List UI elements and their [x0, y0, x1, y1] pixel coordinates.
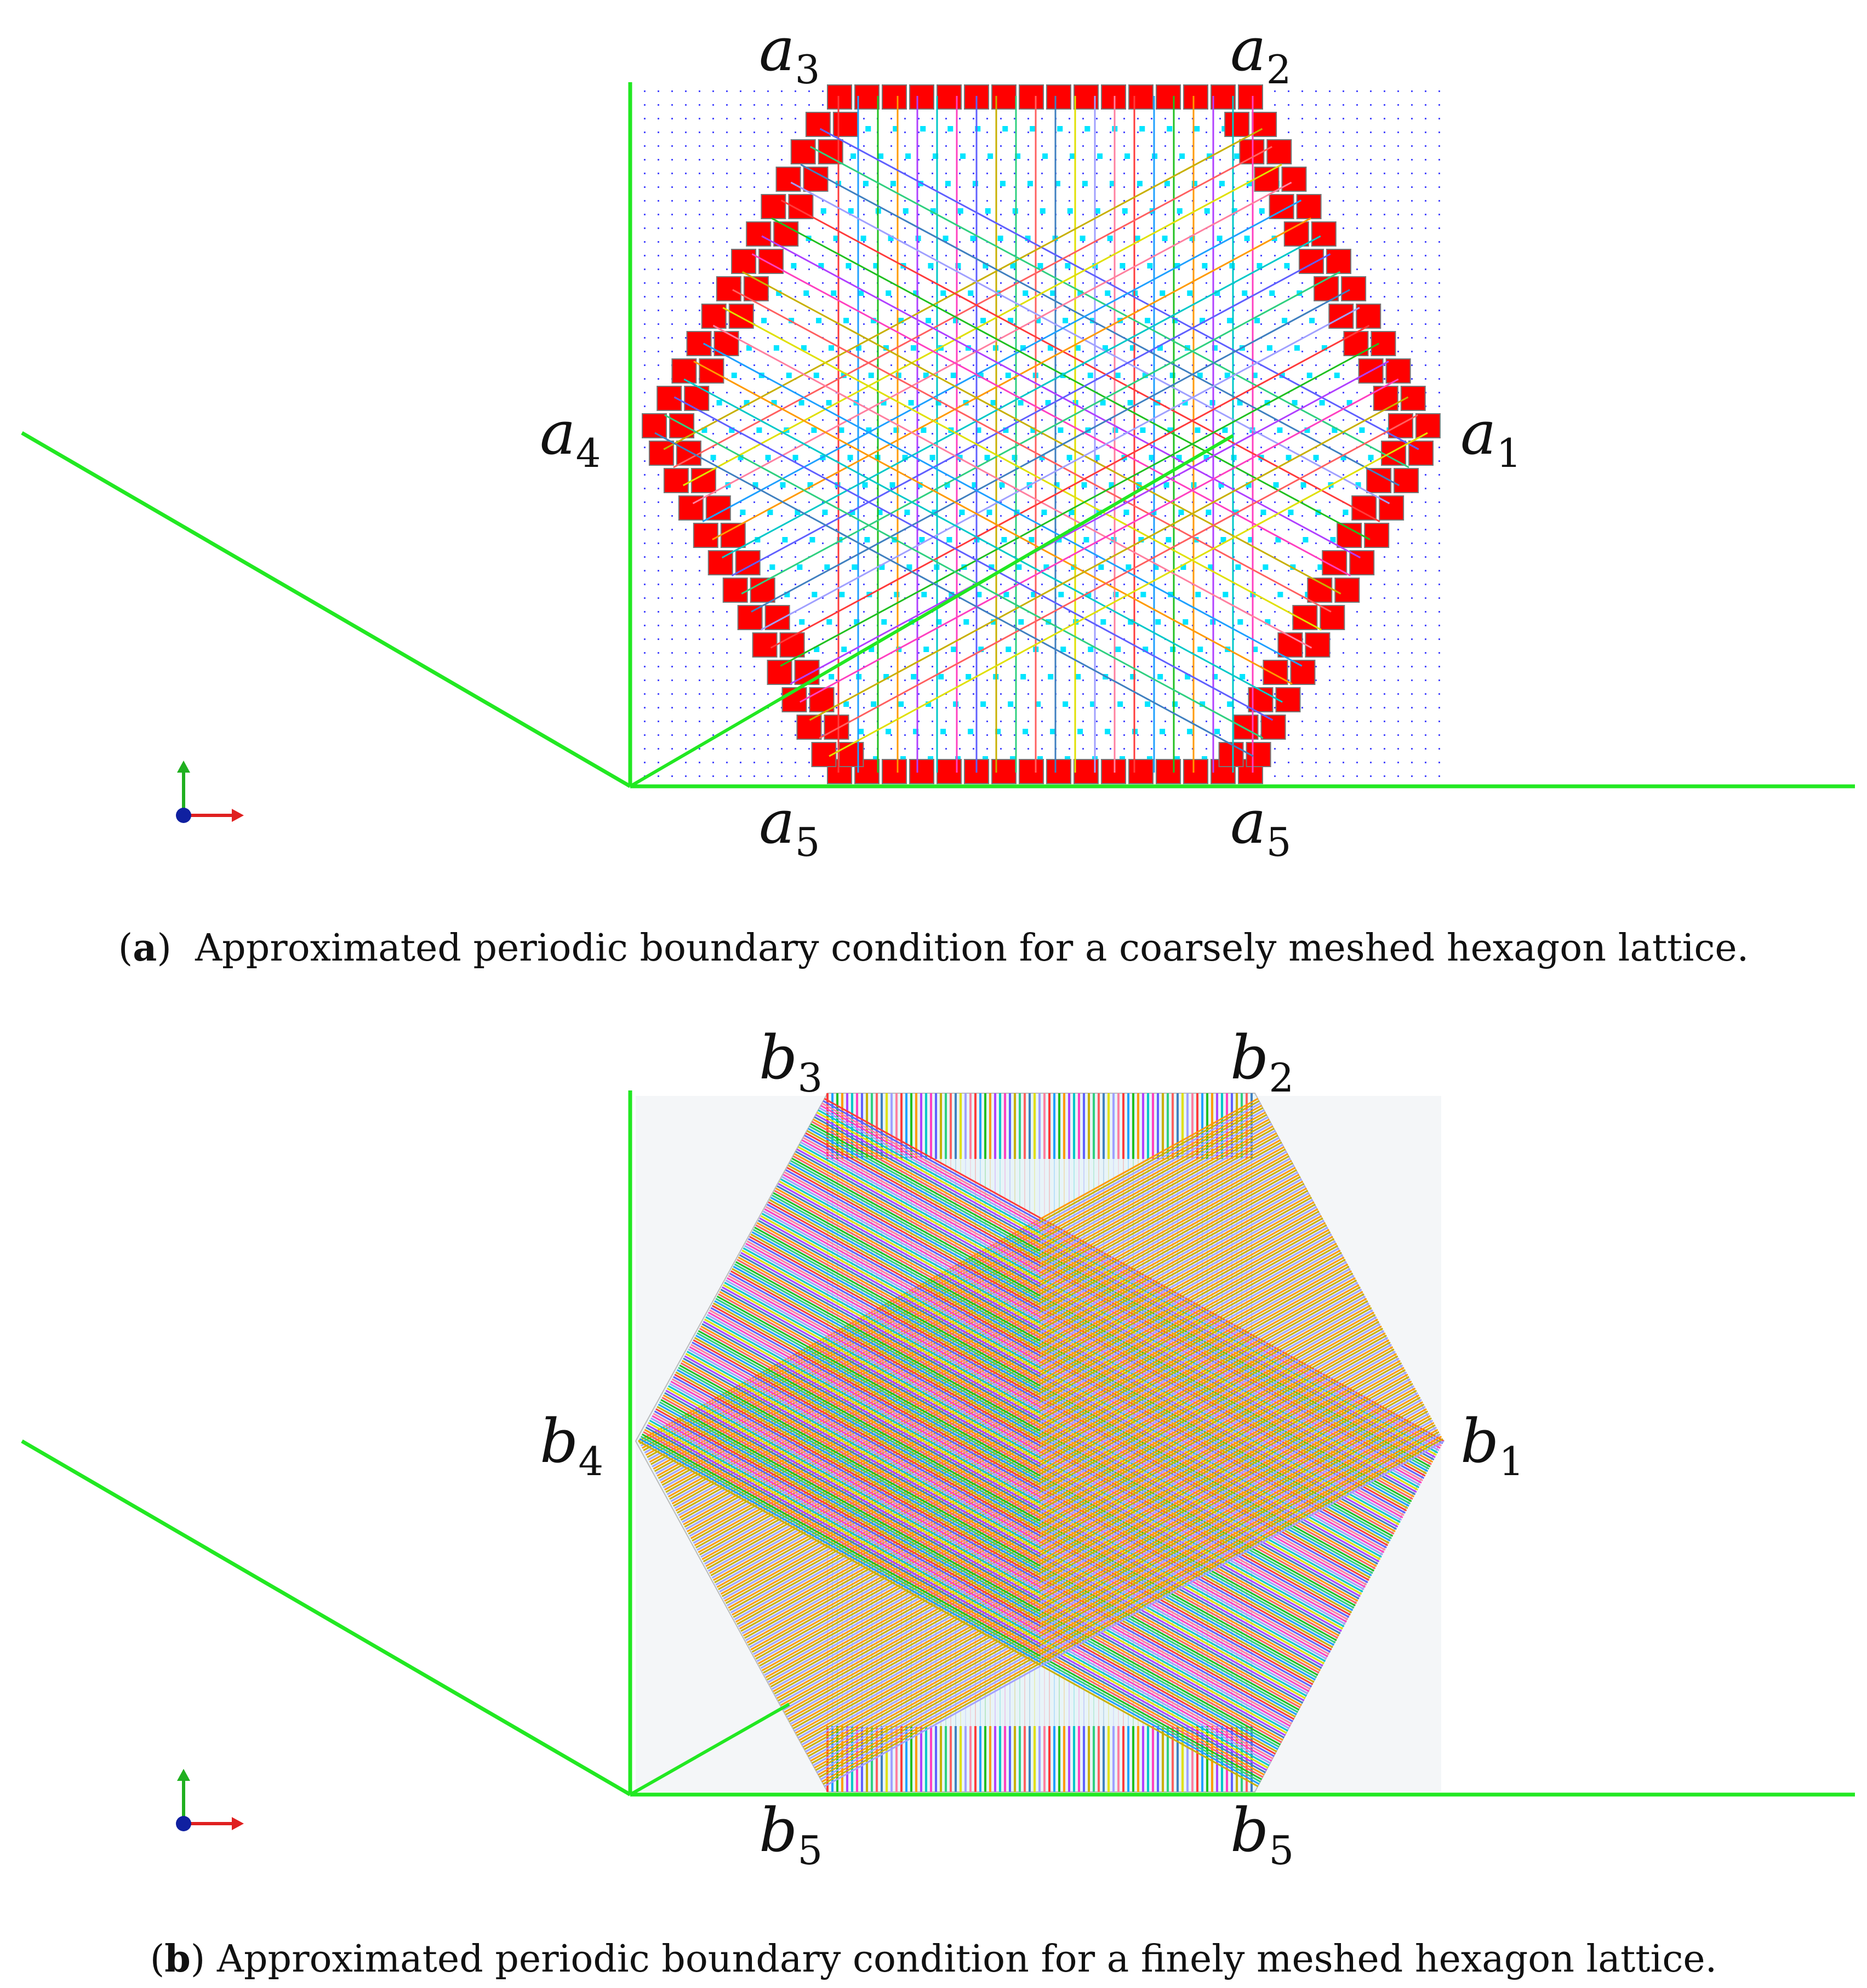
oblique-axis-line	[21, 1439, 631, 1797]
periodic-constraint-lines	[654, 96, 1428, 773]
label-a5-left: a5	[759, 787, 820, 865]
green-axis-lines	[21, 82, 1855, 789]
label-a4: a4	[540, 398, 601, 476]
label-b1: b1	[1460, 1406, 1525, 1484]
triad-x-arrowhead	[232, 809, 244, 822]
inner-oblique-axis-line	[629, 1703, 790, 1796]
label-a2: a2	[1230, 14, 1292, 93]
label-b5-right: b5	[1230, 1795, 1294, 1873]
green-axis-lines	[21, 1090, 1855, 1797]
label-a3: a3	[759, 14, 820, 93]
coordinate-triad-icon	[176, 1769, 244, 1831]
triad-z-origin	[176, 808, 191, 823]
label-a5-right: a5	[1230, 787, 1292, 865]
label-b4: b4	[540, 1406, 604, 1484]
fine-lattice-diagram	[21, 1090, 1855, 1831]
triad-z-origin	[176, 1816, 191, 1831]
coarse-lattice-diagram	[21, 82, 1855, 823]
triad-y-arrowhead	[177, 1769, 190, 1781]
inner-oblique-axis-line	[629, 434, 1234, 788]
label-a1: a1	[1460, 398, 1522, 476]
triad-y-arrowhead	[177, 761, 190, 773]
caption-a: (a) Approximated periodic boundary condi…	[118, 926, 1749, 970]
label-b2: b2	[1230, 1022, 1294, 1101]
coordinate-triad-icon	[176, 761, 244, 823]
panel-a: a3 a2 a4 a1 a5 a5	[0, 0, 1867, 899]
periodic-constraint-lines	[638, 1098, 1445, 1787]
label-b5-left: b5	[759, 1795, 823, 1873]
triad-x-arrowhead	[232, 1817, 244, 1830]
label-b3: b3	[759, 1022, 823, 1101]
caption-b: (b) Approximated periodic boundary condi…	[150, 1937, 1717, 1981]
oblique-axis-line	[21, 431, 631, 789]
panel-b: b3 b2 b4 b1 b5 b5	[0, 1008, 1867, 1907]
